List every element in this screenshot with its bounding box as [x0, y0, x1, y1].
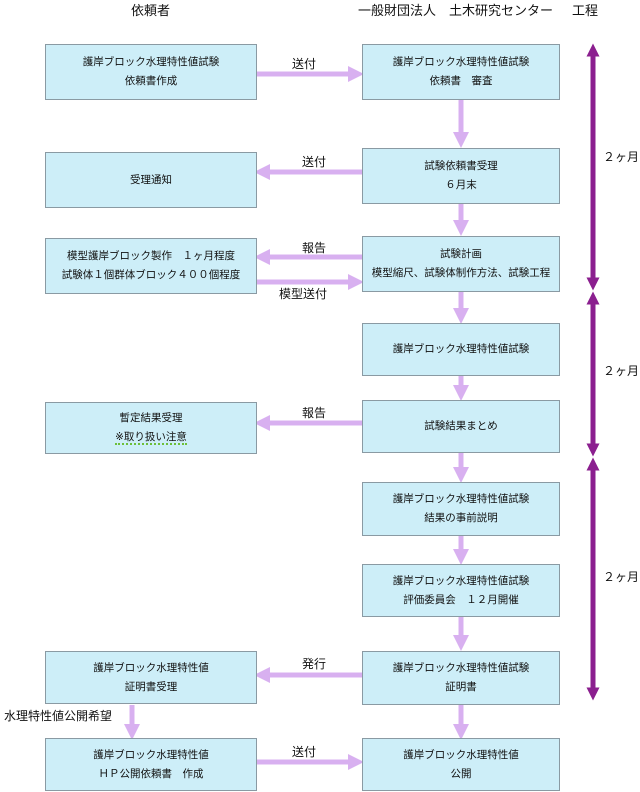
caution-note: ※取り扱い注意 — [115, 431, 187, 445]
box-explain: 護岸ブロック水理特性値試験 結果の事前説明 — [362, 482, 560, 536]
label-public-wish: 水理特性値公開希望 — [4, 709, 113, 723]
label-send2: 送付 — [302, 155, 327, 169]
box-receipt-notice: 受理通知 — [45, 152, 257, 208]
label-report2: 報告 — [302, 406, 327, 420]
box-accept: 試験依頼書受理 ６月末 — [362, 148, 560, 204]
requester-header: 依頼者 — [131, 4, 171, 19]
box-publish: 護岸ブロック水理特性値 公開 — [362, 738, 560, 791]
duration-1: ２ヶ月 — [603, 150, 640, 164]
box-summary: 試験結果まとめ — [362, 400, 560, 453]
box-hp-request: 護岸ブロック水理特性値 ＨＰ公開依頼書 作成 — [45, 738, 257, 791]
box-interim-receive: 暫定結果受理 ※取り扱い注意 — [45, 402, 257, 454]
label-issue: 発行 — [302, 657, 327, 671]
box-model-make: 模型護岸ブロック製作 １ヶ月程度 試験体１個群体ブロック４００個程度 — [45, 238, 257, 294]
box-cert-receive: 護岸ブロック水理特性値 証明書受理 — [45, 651, 257, 704]
label-send3: 送付 — [292, 745, 317, 759]
process-header: 工程 — [572, 4, 599, 19]
duration-3: ２ヶ月 — [603, 570, 640, 584]
box-committee: 護岸ブロック水理特性値試験 評価委員会 １２月開催 — [362, 564, 560, 617]
institute-header: 一般財団法人 土木研究センター — [358, 4, 554, 19]
box-request-create: 護岸ブロック水理特性値試験 依頼書作成 — [45, 44, 257, 100]
label-report1: 報告 — [302, 241, 327, 255]
box-plan: 試験計画 模型縮尺、試験体制作方法、試験工程 — [362, 236, 560, 292]
box-test: 護岸ブロック水理特性値試験 — [362, 323, 560, 376]
box-cert: 護岸ブロック水理特性値試験 証明書 — [362, 651, 560, 705]
label-send1: 送付 — [292, 57, 317, 71]
duration-2: ２ヶ月 — [603, 364, 640, 378]
box-review: 護岸ブロック水理特性値試験 依頼書 審査 — [362, 44, 560, 100]
label-model-send: 模型送付 — [279, 287, 328, 301]
